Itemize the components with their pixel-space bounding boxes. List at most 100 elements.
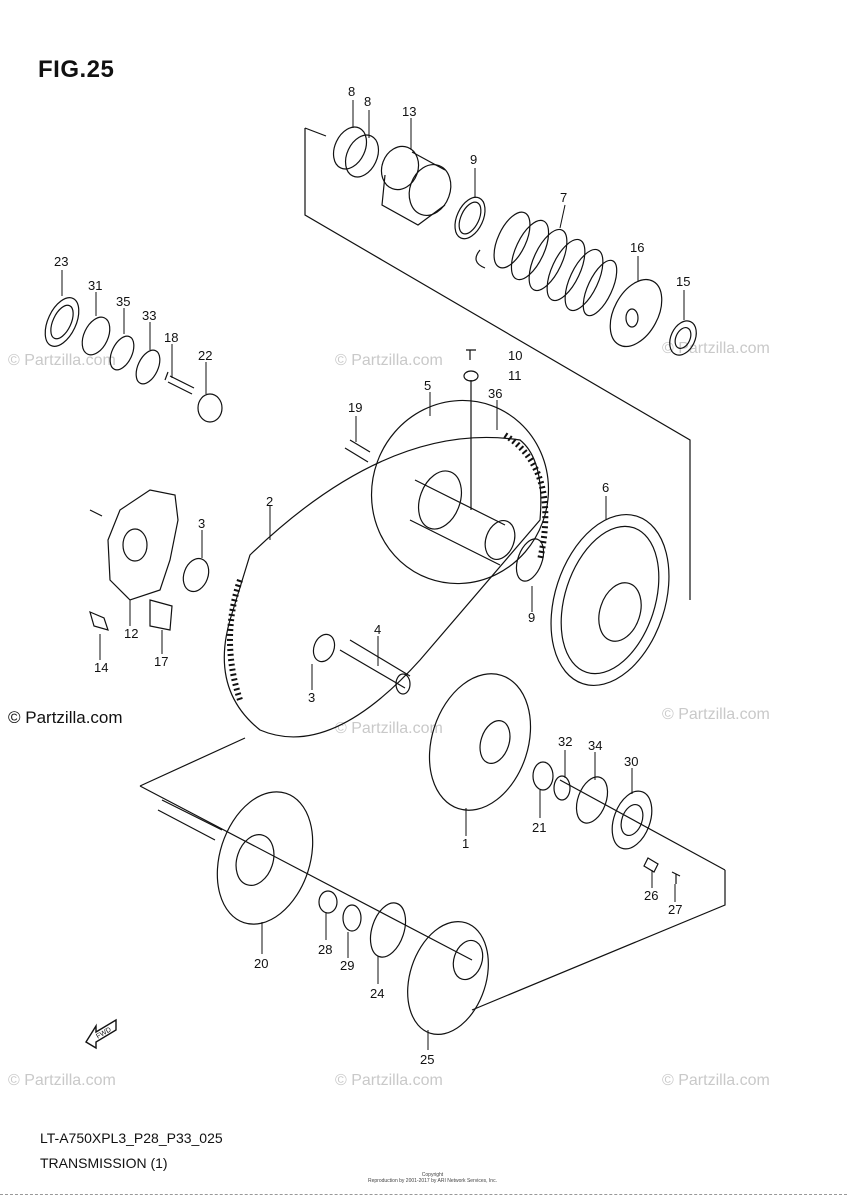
bushing-17 bbox=[149, 599, 173, 631]
sleeve-13 bbox=[380, 145, 452, 226]
watermark: © Partzilla.com bbox=[335, 352, 443, 369]
part-label[interactable]: 36 bbox=[488, 386, 503, 401]
part-label[interactable]: 24 bbox=[370, 986, 385, 1001]
bolt-18 bbox=[164, 371, 195, 395]
part-label[interactable]: 1 bbox=[462, 836, 470, 851]
ring-33 bbox=[135, 349, 161, 385]
watermark: © Partzilla.com bbox=[8, 1072, 116, 1089]
fixed-drive-face-1 bbox=[428, 673, 532, 811]
part-label[interactable]: 35 bbox=[116, 294, 131, 309]
part-label[interactable]: 8 bbox=[348, 84, 356, 99]
washer-9b bbox=[515, 538, 545, 582]
part-label[interactable]: 16 bbox=[630, 240, 645, 255]
group-boundary-bottom bbox=[89, 509, 726, 1011]
nut-28 bbox=[318, 890, 338, 914]
part-label[interactable]: 9 bbox=[470, 152, 478, 167]
washer-3b bbox=[312, 633, 336, 663]
part-label[interactable]: 21 bbox=[532, 820, 547, 835]
part-label[interactable]: 22 bbox=[198, 348, 213, 363]
bolt-19 bbox=[344, 439, 371, 463]
part-label[interactable]: 27 bbox=[668, 902, 683, 917]
part-label[interactable]: 29 bbox=[340, 958, 355, 973]
part-label[interactable]: 15 bbox=[676, 274, 691, 289]
part-label[interactable]: 5 bbox=[424, 378, 432, 393]
part-label[interactable]: 20 bbox=[254, 956, 269, 971]
watermark: © Partzilla.com bbox=[8, 352, 116, 369]
spring-7 bbox=[475, 211, 618, 317]
washer-9a bbox=[454, 196, 486, 240]
shaft-4 bbox=[339, 639, 411, 689]
snap-ring-8b bbox=[344, 134, 380, 178]
part-label[interactable]: 18 bbox=[164, 330, 179, 345]
part-label[interactable]: 19 bbox=[348, 400, 363, 415]
part-label[interactable]: 4 bbox=[374, 622, 382, 637]
bearing-23 bbox=[44, 297, 80, 347]
nut-15 bbox=[669, 320, 697, 356]
part-label[interactable]: 7 bbox=[560, 190, 568, 205]
part-label[interactable]: 30 bbox=[624, 754, 639, 769]
driven-pulley-6 bbox=[550, 513, 670, 687]
forward-arrow-icon: FWD bbox=[82, 1016, 122, 1055]
watermark: © Partzilla.com bbox=[662, 706, 770, 723]
spring-seat-16 bbox=[609, 278, 663, 348]
part-label[interactable]: 2 bbox=[266, 494, 274, 509]
watermark: © Partzilla.com bbox=[335, 720, 443, 737]
washer-3a bbox=[182, 557, 210, 593]
gear-teeth-36 bbox=[503, 432, 549, 561]
part-label[interactable]: 12 bbox=[124, 626, 139, 641]
drive-face-12 bbox=[107, 489, 179, 601]
part-label[interactable]: 23 bbox=[54, 254, 69, 269]
diagram-subtitle: TRANSMISSION (1) bbox=[40, 1155, 168, 1171]
part-label[interactable]: 3 bbox=[198, 516, 206, 531]
watermark: © Partzilla.com bbox=[662, 340, 770, 357]
copyright-notice: Copyright Reproduction by 2001-2017 by A… bbox=[368, 1172, 497, 1184]
output-shaft-20 bbox=[157, 799, 223, 841]
part-label[interactable]: 3 bbox=[308, 690, 316, 705]
part-label[interactable]: 34 bbox=[588, 738, 603, 753]
part-label[interactable]: 6 bbox=[602, 480, 610, 495]
nut-26 bbox=[643, 857, 659, 873]
clutch-shoe-25 bbox=[407, 921, 489, 1035]
page-divider bbox=[0, 1194, 847, 1195]
part-label[interactable]: 26 bbox=[644, 888, 659, 903]
part-label[interactable]: 10 bbox=[508, 348, 523, 363]
part-label[interactable]: 9 bbox=[528, 610, 536, 625]
part-label[interactable]: 28 bbox=[318, 942, 333, 957]
part-label[interactable]: 33 bbox=[142, 308, 157, 323]
seal-34 bbox=[575, 776, 609, 824]
watermark-highlight: © Partzilla.com bbox=[8, 708, 123, 727]
washer-11 bbox=[463, 370, 479, 382]
part-label[interactable]: 25 bbox=[420, 1052, 435, 1067]
copyright-line: Reproduction by 2001-2017 by ARI Network… bbox=[368, 1178, 497, 1184]
diagram-code: LT-A750XPL3_P28_P33_025 bbox=[40, 1130, 223, 1146]
part-label[interactable]: 11 bbox=[508, 368, 522, 383]
part-label[interactable]: 14 bbox=[94, 660, 109, 675]
copyright-line: Copyright bbox=[421, 1172, 444, 1178]
leader-line bbox=[559, 779, 726, 871]
part-label[interactable]: 17 bbox=[154, 654, 169, 669]
one-way-clutch-24 bbox=[369, 902, 407, 958]
watermark: © Partzilla.com bbox=[335, 1072, 443, 1089]
watermark: © Partzilla.com bbox=[662, 1072, 770, 1089]
seal-31 bbox=[81, 316, 111, 356]
forward-marker-label: FWD bbox=[95, 1026, 112, 1040]
pin-10 bbox=[466, 349, 476, 360]
clutch-housing-20 bbox=[216, 791, 314, 925]
part-label[interactable]: 31 bbox=[88, 278, 103, 293]
part-label[interactable]: 8 bbox=[364, 94, 372, 109]
ring-35 bbox=[109, 335, 135, 371]
part-label[interactable]: 32 bbox=[558, 734, 573, 749]
group-boundary-top bbox=[304, 127, 691, 600]
ring-32 bbox=[553, 775, 571, 801]
drive-belt-2 bbox=[223, 436, 542, 738]
bushing-21 bbox=[532, 761, 554, 791]
figure-title: FIG.25 bbox=[38, 56, 115, 83]
snap-ring-8a bbox=[332, 126, 368, 170]
bolt-27 bbox=[671, 871, 681, 884]
driven-face-5 bbox=[370, 399, 550, 585]
collar-22 bbox=[197, 393, 223, 423]
bearing-30 bbox=[611, 790, 653, 850]
part-label[interactable]: 13 bbox=[402, 104, 417, 119]
